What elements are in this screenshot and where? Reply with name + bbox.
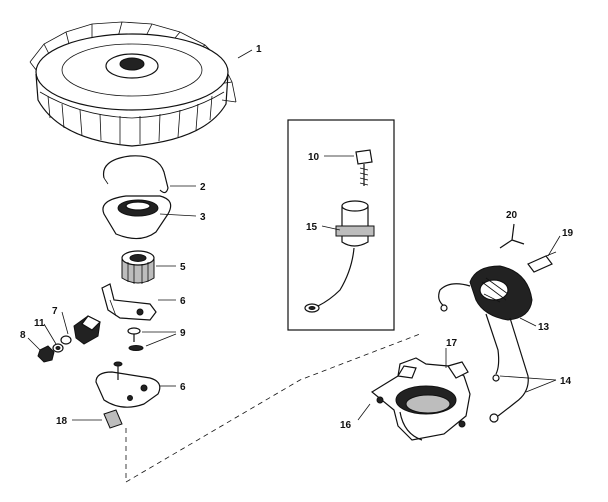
- nut: [37, 345, 55, 363]
- dashed-guide-line: [125, 333, 421, 483]
- leader-9b: [145, 333, 177, 347]
- ignition-coil: [438, 265, 533, 423]
- label-8: 8: [20, 330, 26, 341]
- label-14: 14: [560, 376, 572, 387]
- breaker-arm: [101, 283, 157, 321]
- condenser-box: [287, 119, 395, 331]
- label-1: 1: [256, 44, 262, 55]
- terminal-clip: [103, 409, 123, 429]
- label-5: 5: [180, 262, 186, 273]
- condenser-screw: [355, 149, 373, 186]
- cam-bushing: [121, 250, 155, 284]
- label-20: 20: [506, 210, 518, 221]
- leader-14a: [499, 375, 557, 381]
- retainer-spring: [499, 223, 525, 249]
- label-10: 10: [308, 152, 320, 163]
- leader-7: [61, 311, 69, 335]
- leader-15: [321, 225, 341, 231]
- label-18: 18: [56, 416, 68, 427]
- screw-and-washer: [127, 327, 144, 351]
- label-17: 17: [446, 338, 458, 349]
- leader-14b: [525, 379, 557, 393]
- label-3: 3: [200, 212, 206, 223]
- label-2: 2: [200, 182, 206, 193]
- label-16: 16: [340, 420, 352, 431]
- leader-11: [43, 323, 57, 345]
- label-11: 11: [34, 318, 45, 329]
- label-13: 13: [538, 322, 550, 333]
- breaker-plate: [95, 361, 161, 408]
- flywheel: [29, 21, 237, 147]
- label-6a: 6: [180, 296, 186, 307]
- ground-clip: [527, 251, 557, 273]
- spring-clip: [102, 155, 169, 194]
- dust-cover: [102, 195, 172, 240]
- label-7: 7: [52, 306, 58, 317]
- lock-washer: [52, 343, 64, 353]
- leader-1: [237, 49, 253, 59]
- label-9: 9: [180, 328, 186, 339]
- condenser: [304, 200, 375, 313]
- label-6b: 6: [180, 382, 186, 393]
- armature-bracket: [370, 357, 471, 441]
- label-19: 19: [562, 228, 574, 239]
- contact-block: [60, 315, 102, 345]
- label-15: 15: [306, 222, 318, 233]
- leader-16: [357, 403, 371, 421]
- leader-13: [519, 317, 537, 327]
- leader-19: [547, 235, 561, 257]
- leader-8: [27, 337, 41, 351]
- leader-3: [159, 213, 197, 217]
